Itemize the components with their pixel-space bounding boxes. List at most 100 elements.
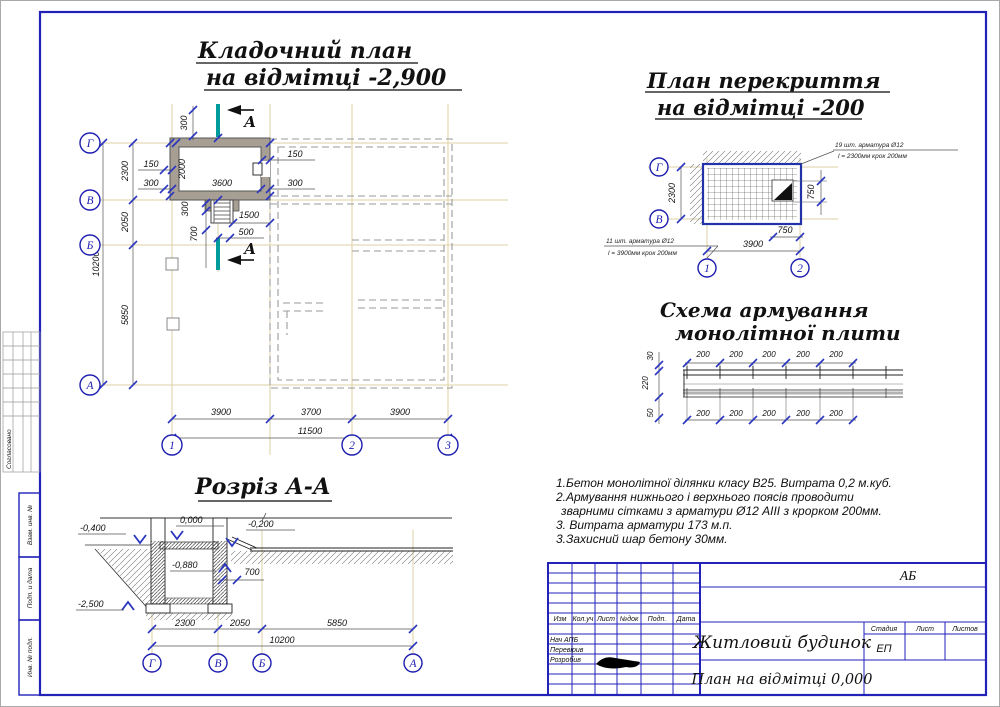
section-title: Розріз А-А bbox=[194, 474, 331, 500]
axis-row-a: А bbox=[85, 380, 94, 392]
margin-agreed-label: Согласовано bbox=[6, 429, 13, 469]
scheme-bot-200-5: 200 bbox=[828, 409, 843, 418]
scheme-bot-200-3: 200 bbox=[761, 409, 776, 418]
tb-h-data: Дата bbox=[676, 616, 696, 623]
slab-note-bottom2: l = 3900мм крок 200мм bbox=[608, 250, 678, 257]
level-0000: 0,000 bbox=[180, 515, 203, 525]
section-arrow-top bbox=[227, 105, 241, 115]
scheme-dim-50: 50 bbox=[646, 408, 655, 417]
tb-sheet-title: План на відмітці 0,000 bbox=[690, 672, 872, 688]
tb-role-2: Перевірив bbox=[550, 646, 584, 654]
scheme-top-200-3: 200 bbox=[761, 350, 776, 359]
room-interior bbox=[178, 146, 262, 192]
dim-room-3600: 3600 bbox=[212, 178, 232, 188]
ground-slope-hatch bbox=[97, 549, 151, 611]
pit-wall-right-hatch bbox=[213, 541, 227, 604]
slab-axis-1: 1 bbox=[704, 263, 710, 275]
pit-wall-left-hatch bbox=[151, 541, 165, 604]
slab-left-hatch bbox=[690, 164, 703, 224]
steps-symbol bbox=[204, 199, 240, 224]
scheme-dim-30: 30 bbox=[646, 351, 655, 360]
slab-axis-v: В bbox=[655, 214, 662, 226]
slab-plan: План перекриття на відмітці -200 2300 39… bbox=[604, 68, 958, 278]
scheme-dim-ticks bbox=[654, 358, 858, 425]
dim-v-10200: 10200 bbox=[91, 251, 101, 276]
general-notes: 1.Бетон монолітної ділянки класу В25. Ви… bbox=[555, 476, 892, 546]
dim-room-2000: 2000 bbox=[177, 159, 187, 180]
slab-note-top1: 19 шт. арматура Ø12 bbox=[835, 142, 904, 149]
masonry-title-line2: на відмітці -2,900 bbox=[206, 65, 447, 91]
section-axis-v: В bbox=[214, 658, 221, 670]
scheme-top-200-5: 200 bbox=[828, 350, 843, 359]
note-line-1: 1.Бетон монолітної ділянки класу В25. Ви… bbox=[556, 476, 892, 490]
section-axis-bubbles: Г В Б А bbox=[142, 653, 423, 673]
axis-col-1: 1 bbox=[169, 440, 175, 452]
section-a-a: Розріз А-А bbox=[76, 474, 453, 673]
tb-role-1: Нач АПБ bbox=[550, 637, 579, 644]
dim-500: 500 bbox=[238, 227, 253, 237]
footing-right bbox=[207, 603, 233, 614]
slab-dim-2300: 2300 bbox=[667, 183, 677, 204]
axis-col-3: 3 bbox=[444, 440, 451, 452]
tb-listov-header: Листов bbox=[951, 626, 978, 633]
tb-h-ndok: №док bbox=[620, 615, 639, 623]
tb-stage-header: Стадия bbox=[871, 625, 897, 633]
scheme-title-line2: монолітної плити bbox=[675, 321, 901, 345]
dim-right-300: 300 bbox=[287, 178, 302, 188]
scheme-title-line1: Схема армування bbox=[660, 298, 869, 322]
scheme-bot-200-4: 200 bbox=[795, 409, 810, 418]
section-cut-marks: А А bbox=[216, 104, 256, 270]
dim-left-300: 300 bbox=[143, 178, 158, 188]
opening-sleeve bbox=[252, 162, 263, 176]
masonry-axis-bubbles: Г В Б А 1 2 3 bbox=[79, 132, 459, 456]
section-dimension-lines bbox=[152, 628, 413, 647]
section-mark-letter-bottom: А bbox=[243, 240, 256, 258]
under-pit-hatch bbox=[146, 613, 232, 620]
level-m0400: -0,400 bbox=[80, 523, 106, 533]
building-dashed-outline bbox=[269, 138, 453, 389]
slab-dim-750b: 750 bbox=[777, 225, 792, 235]
tb-h-kol: Кол.уч bbox=[573, 616, 594, 623]
slab-top-hatch bbox=[703, 151, 801, 164]
axis-row-v: В bbox=[86, 195, 93, 207]
tb-h-izm: Изм bbox=[554, 616, 567, 623]
scheme-dim-220: 220 bbox=[641, 376, 650, 391]
slab-axis-2: 2 bbox=[797, 263, 803, 275]
section-dim-10200: 10200 bbox=[269, 635, 294, 645]
axis-row-b: Б bbox=[86, 240, 94, 252]
section-dim-2050: 2050 bbox=[229, 618, 250, 628]
dim-b-3700: 3700 bbox=[301, 407, 321, 417]
tb-role-3: Розробив bbox=[550, 656, 581, 664]
section-axis-g: Г bbox=[148, 658, 156, 670]
dim-v-2300: 2300 bbox=[120, 161, 130, 182]
level-m0880: -0,880 bbox=[172, 560, 198, 570]
dim-v-2050: 2050 bbox=[120, 212, 130, 233]
signature-scribble bbox=[596, 657, 640, 669]
axis-col-2: 2 bbox=[349, 440, 355, 452]
scheme-slab-section bbox=[683, 366, 903, 398]
footing-left bbox=[145, 603, 171, 614]
scheme-dim-texts: 200 200 200 200 200 200 200 200 200 200 … bbox=[641, 350, 843, 418]
scheme-bot-200-1: 200 bbox=[695, 409, 710, 418]
masonry-plan: Кладочний план на відмітці -2,900 bbox=[79, 38, 508, 456]
note-line-5: 3.Захисний шар бетону 30мм. bbox=[556, 532, 728, 546]
masonry-dimension-lines bbox=[102, 106, 448, 439]
scheme-top-200-4: 200 bbox=[795, 350, 810, 359]
scheme-bot-200-2: 200 bbox=[728, 409, 743, 418]
slab-dim-3900: 3900 bbox=[743, 239, 763, 249]
slab-axis-bubbles: Г В 1 2 bbox=[649, 157, 810, 278]
note-line-3: зварними сітками з арматури Ø12 АІІІ з к… bbox=[560, 504, 882, 518]
section-axis-b: Б bbox=[258, 658, 266, 670]
reinforcement-scheme: Схема армування монолітної плити 200 200… bbox=[641, 298, 903, 425]
title-block-header-row: Изм Кол.уч Лист №док Подп. Дата bbox=[554, 615, 696, 623]
slab-note-bottom1: 11 шт. арматура Ø12 bbox=[606, 238, 674, 245]
section-dim-700: 700 bbox=[244, 567, 259, 577]
slab-axis-g: Г bbox=[655, 162, 663, 174]
dim-b-3900a: 3900 bbox=[211, 407, 231, 417]
tb-code: АБ bbox=[899, 568, 916, 583]
dim-below-300: 300 bbox=[180, 201, 190, 216]
slab-title-line2: на відмітці -200 bbox=[657, 95, 865, 120]
elevation-arrows bbox=[121, 530, 239, 611]
dim-top-300: 300 bbox=[179, 115, 189, 130]
